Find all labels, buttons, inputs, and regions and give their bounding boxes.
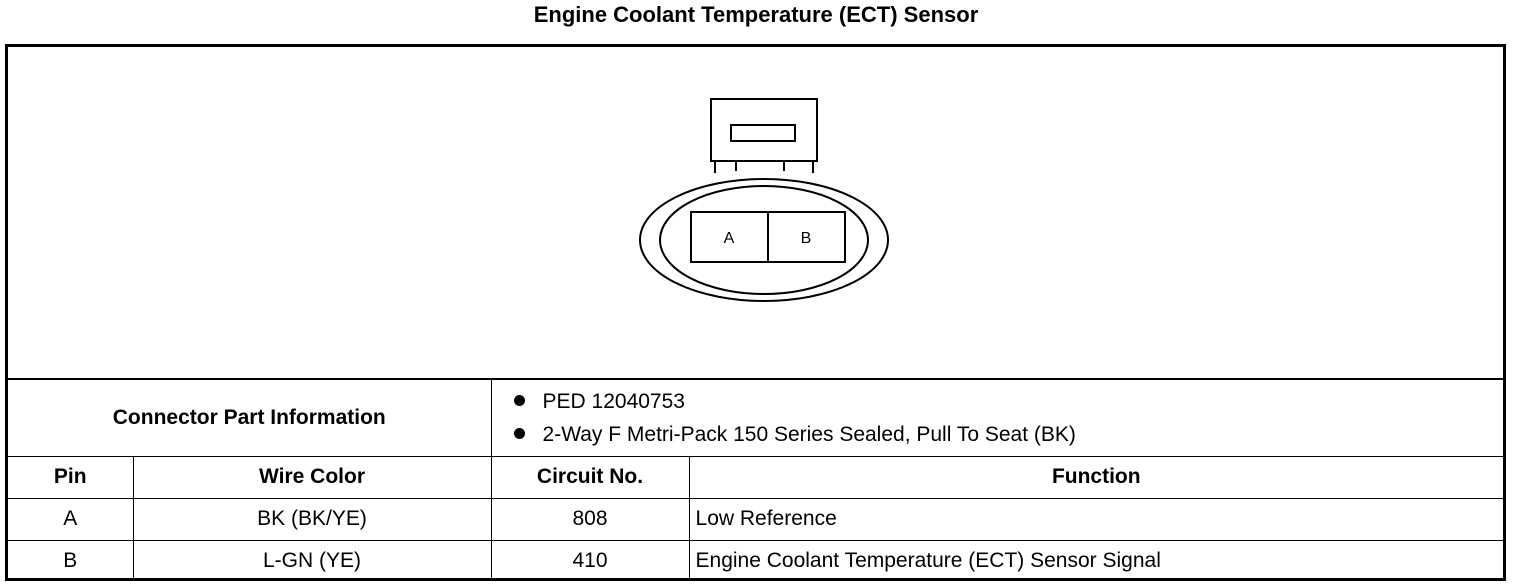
- cell-circuit-no: 410: [490, 539, 690, 581]
- connector-face-view: A B: [639, 98, 889, 302]
- part-info-cell: PED 12040753 2-Way F Metri-Pack 150 Seri…: [490, 380, 1504, 457]
- part-info-item: 2-Way F Metri-Pack 150 Series Sealed, Pu…: [498, 418, 1498, 451]
- page-title: Engine Coolant Temperature (ECT) Sensor: [533, 2, 979, 27]
- table-header-row: Pin Wire Color Circuit No. Function: [8, 455, 1504, 499]
- table-row: B L-GN (YE) 410 Engine Coolant Temperatu…: [8, 539, 1504, 581]
- part-info-list: PED 12040753 2-Way F Metri-Pack 150 Seri…: [498, 385, 1498, 451]
- header-function: Function: [688, 455, 1504, 499]
- bullet-icon: [513, 394, 525, 406]
- pin-cavity-b: [767, 211, 846, 263]
- part-info-item: PED 12040753: [498, 385, 1498, 418]
- cell-function: Engine Coolant Temperature (ECT) Sensor …: [688, 539, 1504, 581]
- header-wire-color: Wire Color: [132, 455, 492, 499]
- part-info-row: Connector Part Information PED 12040753 …: [8, 380, 1504, 457]
- bullet-icon: [513, 427, 525, 439]
- part-info-label: Connector Part Information: [8, 380, 492, 457]
- cell-function: Low Reference: [688, 497, 1504, 541]
- pin-label-a: A: [724, 230, 735, 247]
- connector-info-table: Connector Part Information PED 12040753 …: [8, 380, 1504, 581]
- cell-pin: A: [8, 497, 134, 541]
- cell-wire-color: BK (BK/YE): [132, 497, 492, 541]
- header-pin: Pin: [8, 455, 134, 499]
- cell-pin: B: [8, 539, 134, 581]
- header-circuit-no: Circuit No.: [490, 455, 690, 499]
- cell-wire-color: L-GN (YE): [132, 539, 492, 581]
- cell-circuit-no: 808: [490, 497, 690, 541]
- connector-frame: A B Connector Part Information PED 12040…: [5, 44, 1506, 581]
- pin-cavity-a: [690, 211, 769, 263]
- connector-latch-slot: [730, 124, 796, 142]
- pin-label-b: B: [801, 230, 812, 247]
- connector-diagram: A B: [8, 47, 1503, 380]
- table-row: A BK (BK/YE) 808 Low Reference: [8, 497, 1504, 541]
